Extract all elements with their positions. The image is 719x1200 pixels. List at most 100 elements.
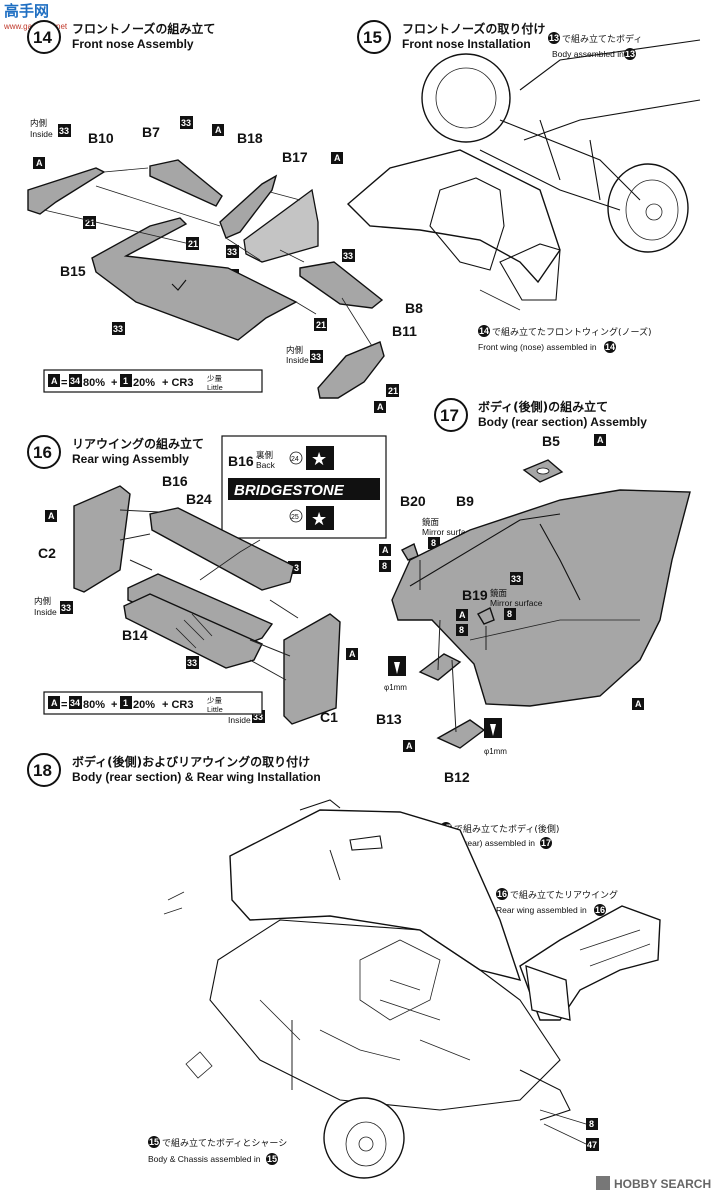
svg-text:少量: 少量	[207, 696, 222, 705]
svg-text:33: 33	[227, 247, 237, 257]
svg-text:で組み立てたリアウイング: で組み立てたリアウイング	[510, 889, 618, 901]
svg-text:ボディ(後側)の組み立て: ボディ(後側)の組み立て	[478, 399, 608, 414]
part-label-b12: B12	[444, 769, 470, 785]
svg-text:φ1mm: φ1mm	[484, 747, 507, 756]
part-label-b11: B11	[392, 323, 417, 339]
inside-label-en: Inside	[30, 129, 53, 139]
part-label-c1: C1	[320, 709, 338, 725]
svg-text:Inside: Inside	[34, 607, 57, 617]
svg-text:Front wing (nose) assembled in: Front wing (nose) assembled in	[478, 342, 597, 352]
svg-text:=: =	[61, 699, 67, 711]
svg-text:33: 33	[113, 324, 123, 334]
svg-text:13: 13	[549, 33, 559, 43]
step-title-jp: フロントノーズの組み立て	[72, 21, 215, 36]
svg-text:16: 16	[497, 889, 507, 899]
decal-box: B16 裏側 Back 24 ★ BRIDGESTONE 25 ★	[221, 435, 387, 539]
svg-text:で組み立てたボディとシャーシ: で組み立てたボディとシャーシ	[162, 1137, 287, 1149]
svg-text:フロントノーズの取り付け: フロントノーズの取り付け	[402, 21, 545, 36]
watermark-bottom: HOBBY SEARCH	[596, 1176, 711, 1191]
svg-text:16: 16	[33, 443, 52, 462]
part-label-b17: B17	[282, 149, 308, 165]
svg-text:BRIDGESTONE: BRIDGESTONE	[234, 482, 345, 499]
part-b10	[27, 167, 106, 215]
part-label-b9: B9	[456, 493, 474, 509]
svg-text:Body & Chassis assembled in: Body & Chassis assembled in	[148, 1154, 261, 1164]
svg-text:Little: Little	[207, 383, 223, 392]
svg-text:+ CR3: + CR3	[162, 377, 194, 389]
svg-text:Mirror surface: Mirror surface	[490, 598, 543, 608]
svg-text:8: 8	[459, 625, 464, 635]
part-b9	[391, 489, 691, 707]
svg-text:8: 8	[382, 561, 387, 571]
svg-text:A: A	[51, 376, 58, 386]
part-b7	[149, 159, 223, 207]
svg-text:Body (rear section) & Rear win: Body (rear section) & Rear wing Installa…	[72, 770, 321, 784]
svg-text:21: 21	[316, 320, 326, 330]
part-label-b7: B7	[142, 124, 160, 140]
svg-text:内側: 内側	[286, 345, 303, 356]
front-wing	[346, 149, 561, 284]
svg-text:33: 33	[343, 251, 353, 261]
car-rear-drawing	[163, 799, 661, 1179]
svg-text:Rear wing Assembly: Rear wing Assembly	[72, 452, 189, 466]
step-number: 14	[33, 28, 52, 47]
part-b12	[436, 719, 486, 749]
part-label-b24: B24	[186, 491, 212, 507]
svg-text:HOBBY SEARCH: HOBBY SEARCH	[614, 1177, 711, 1191]
svg-text:80%: 80%	[83, 699, 105, 711]
caution-icon	[185, 1051, 213, 1079]
svg-text:A: A	[406, 741, 413, 751]
svg-text:で組み立てたボディ(後側): で組み立てたボディ(後側)	[454, 823, 559, 835]
step-title-en: Front nose Assembly	[72, 37, 194, 51]
svg-text:14: 14	[479, 326, 489, 336]
paint-mix-box-16: A = 34 80% + 1 20% + CR3 少量 Little	[43, 691, 263, 715]
svg-text:24: 24	[291, 456, 299, 463]
svg-text:B16: B16	[228, 453, 254, 469]
step-16: 16 リアウイングの組み立て Rear wing Assembly B16 裏側…	[27, 435, 387, 725]
star-icon: ★	[311, 509, 327, 529]
svg-text:=: =	[61, 377, 67, 389]
part-label-b10: B10	[88, 130, 114, 146]
paint-mix-box-14: A = 34 80% + 1 20% + CR3 少量 Little	[43, 369, 263, 393]
part-label-b13: B13	[376, 711, 402, 727]
svg-text:少量: 少量	[207, 374, 222, 383]
svg-text:18: 18	[33, 761, 52, 780]
svg-text:Body (rear section) Assembly: Body (rear section) Assembly	[478, 415, 647, 429]
svg-text:20%: 20%	[133, 377, 155, 389]
svg-text:+ CR3: + CR3	[162, 699, 194, 711]
drill-icon	[388, 656, 406, 676]
svg-text:Front nose Installation: Front nose Installation	[402, 37, 531, 51]
svg-text:33: 33	[253, 712, 263, 722]
svg-text:1: 1	[123, 698, 128, 708]
part-b15	[91, 217, 298, 341]
svg-text:A: A	[51, 698, 58, 708]
part-label-c2: C2	[38, 545, 56, 561]
step-17: 17 ボディ(後側)の組み立て Body (rear section) Asse…	[376, 398, 691, 785]
part-b17	[243, 188, 319, 263]
rear-body-cover	[229, 809, 522, 981]
part-b19	[477, 607, 495, 625]
svg-text:1: 1	[123, 376, 128, 386]
svg-text:+: +	[111, 377, 117, 389]
svg-text:鏡面: 鏡面	[422, 517, 440, 528]
step-number-circle	[27, 20, 61, 54]
svg-text:33: 33	[59, 126, 69, 136]
svg-text:80%: 80%	[83, 377, 105, 389]
svg-text:ボディ(後側)およびリアウイングの取り付け: ボディ(後側)およびリアウイングの取り付け	[72, 754, 310, 769]
drill-icon	[484, 718, 502, 738]
svg-text:15: 15	[149, 1137, 159, 1147]
step-14: 14 フロントノーズの組み立て Front nose Assembly 内側 I…	[27, 20, 423, 413]
svg-text:17: 17	[541, 838, 551, 848]
bridgestone-decal	[228, 478, 380, 500]
svg-text:内側: 内側	[34, 596, 51, 607]
watermark-cn: 高手网	[4, 2, 49, 20]
part-b8	[299, 261, 384, 309]
svg-text:16: 16	[595, 905, 605, 915]
part-c2	[73, 485, 131, 593]
svg-text:21: 21	[188, 239, 198, 249]
svg-text:+: +	[111, 699, 117, 711]
svg-text:15: 15	[267, 1154, 277, 1164]
part-b24	[127, 573, 274, 649]
part-b13	[418, 653, 462, 681]
